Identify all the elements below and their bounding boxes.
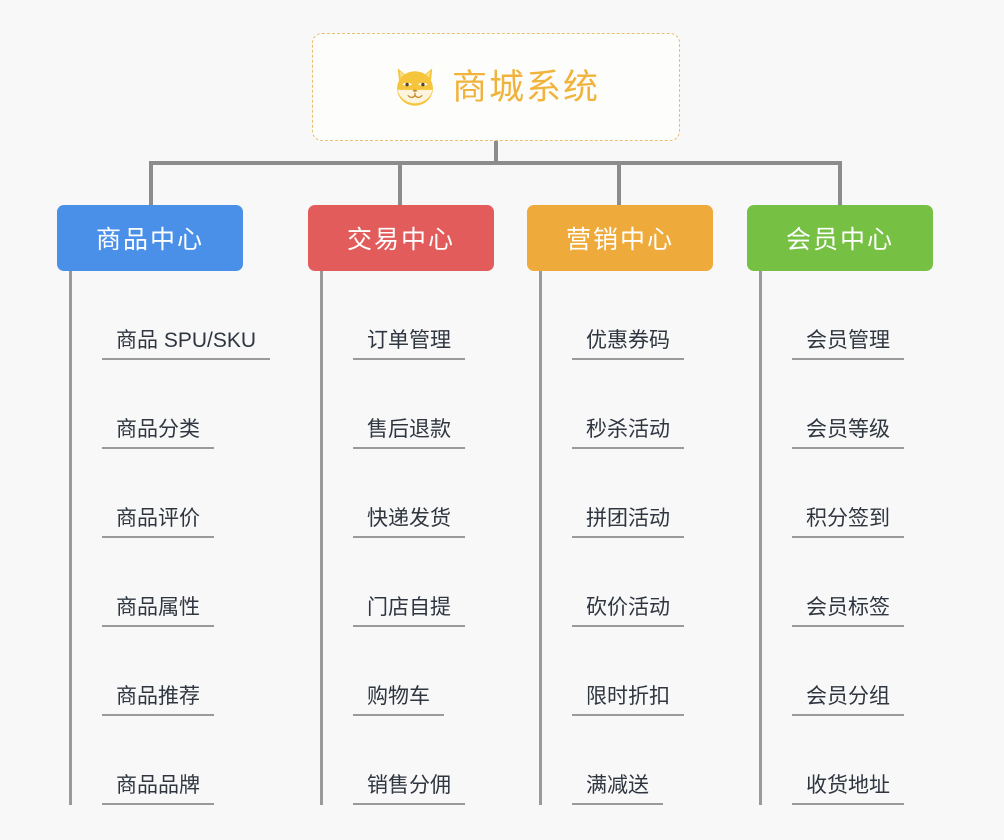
list-item[interactable]: 售后退款 bbox=[323, 360, 528, 449]
leaf-list-trade-center: 订单管理 售后退款 快递发货 门店自提 购物车 销售分佣 bbox=[320, 271, 528, 805]
list-item[interactable]: 会员管理 bbox=[762, 271, 967, 360]
list-item[interactable]: 满减送 bbox=[542, 716, 747, 805]
list-item[interactable]: 优惠券码 bbox=[542, 271, 747, 360]
list-item-label: 积分签到 bbox=[806, 506, 890, 530]
list-item[interactable]: 会员标签 bbox=[762, 538, 967, 627]
leaf-list-marketing-center: 优惠券码 秒杀活动 拼团活动 砍价活动 限时折扣 满减送 bbox=[539, 271, 747, 805]
branch-marketing-center: 营销中心 优惠券码 秒杀活动 拼团活动 砍价活动 限时折扣 满减送 bbox=[527, 205, 747, 805]
list-item[interactable]: 限时折扣 bbox=[542, 627, 747, 716]
list-item-label: 购物车 bbox=[367, 684, 430, 708]
list-item[interactable]: 购物车 bbox=[323, 627, 528, 716]
category-header-product-center[interactable]: 商品中心 bbox=[57, 205, 243, 271]
category-header-member-center[interactable]: 会员中心 bbox=[747, 205, 933, 271]
connector-root-trunk bbox=[494, 141, 498, 163]
list-item[interactable]: 商品品牌 bbox=[72, 716, 307, 805]
list-item-label: 商品品牌 bbox=[116, 773, 200, 797]
branch-trade-center: 交易中心 订单管理 售后退款 快递发货 门店自提 购物车 销售分佣 bbox=[308, 205, 528, 805]
list-item-label: 满减送 bbox=[586, 773, 649, 797]
list-item-label: 销售分佣 bbox=[367, 773, 451, 797]
list-item[interactable]: 砍价活动 bbox=[542, 538, 747, 627]
list-item[interactable]: 收货地址 bbox=[762, 716, 967, 805]
branch-product-center: 商品中心 商品 SPU/SKU 商品分类 商品评价 商品属性 商品推荐 商品品牌 bbox=[57, 205, 307, 805]
list-item[interactable]: 商品分类 bbox=[72, 360, 307, 449]
list-item-label: 售后退款 bbox=[367, 417, 451, 441]
list-item-label: 砍价活动 bbox=[586, 595, 670, 619]
connector-drop-member-center bbox=[838, 161, 842, 207]
list-item[interactable]: 商品 SPU/SKU bbox=[72, 271, 307, 360]
connector-drop-marketing-center bbox=[617, 161, 621, 207]
shiba-dog-icon bbox=[397, 68, 433, 106]
list-item[interactable]: 积分签到 bbox=[762, 449, 967, 538]
category-header-trade-center[interactable]: 交易中心 bbox=[308, 205, 494, 271]
list-item[interactable]: 销售分佣 bbox=[323, 716, 528, 805]
category-label: 会员中心 bbox=[785, 226, 894, 254]
list-item[interactable]: 秒杀活动 bbox=[542, 360, 747, 449]
connector-drop-product-center bbox=[149, 161, 153, 207]
category-label: 营销中心 bbox=[565, 226, 674, 254]
list-item[interactable]: 拼团活动 bbox=[542, 449, 747, 538]
list-item[interactable]: 商品评价 bbox=[72, 449, 307, 538]
list-item-label: 会员管理 bbox=[806, 328, 890, 352]
connector-horizontal-bus bbox=[149, 161, 842, 165]
list-item-label: 会员标签 bbox=[806, 595, 890, 619]
connector-drop-trade-center bbox=[398, 161, 402, 207]
leaf-list-member-center: 会员管理 会员等级 积分签到 会员标签 会员分组 收货地址 bbox=[759, 271, 967, 805]
list-item-label: 会员等级 bbox=[806, 417, 890, 441]
list-item[interactable]: 会员等级 bbox=[762, 360, 967, 449]
list-item[interactable]: 商品推荐 bbox=[72, 627, 307, 716]
category-header-marketing-center[interactable]: 营销中心 bbox=[527, 205, 713, 271]
root-title: 商城系统 bbox=[451, 67, 600, 107]
list-item-label: 商品分类 bbox=[116, 417, 200, 441]
list-item[interactable]: 快递发货 bbox=[323, 449, 528, 538]
list-item-label: 门店自提 bbox=[367, 595, 451, 619]
branch-member-center: 会员中心 会员管理 会员等级 积分签到 会员标签 会员分组 收货地址 bbox=[747, 205, 967, 805]
list-item-label: 商品属性 bbox=[116, 595, 200, 619]
list-item-label: 订单管理 bbox=[367, 328, 451, 352]
list-item-label: 会员分组 bbox=[806, 684, 890, 708]
root-node-mall-system[interactable]: 商城系统 bbox=[312, 33, 680, 141]
list-item-label: 限时折扣 bbox=[586, 684, 670, 708]
list-item[interactable]: 订单管理 bbox=[323, 271, 528, 360]
list-item-label: 商品评价 bbox=[116, 506, 200, 530]
category-label: 商品中心 bbox=[95, 226, 204, 254]
list-item-label: 优惠券码 bbox=[586, 328, 670, 352]
list-item-label: 商品推荐 bbox=[116, 684, 200, 708]
leaf-list-product-center: 商品 SPU/SKU 商品分类 商品评价 商品属性 商品推荐 商品品牌 bbox=[69, 271, 307, 805]
list-item[interactable]: 商品属性 bbox=[72, 538, 307, 627]
list-item[interactable]: 门店自提 bbox=[323, 538, 528, 627]
list-item-label: 商品 SPU/SKU bbox=[116, 328, 257, 352]
list-item-label: 秒杀活动 bbox=[586, 417, 670, 441]
category-label: 交易中心 bbox=[346, 226, 455, 254]
list-item[interactable]: 会员分组 bbox=[762, 627, 967, 716]
list-item-label: 拼团活动 bbox=[586, 506, 670, 530]
list-item-label: 快递发货 bbox=[367, 506, 451, 530]
list-item-label: 收货地址 bbox=[806, 773, 890, 797]
